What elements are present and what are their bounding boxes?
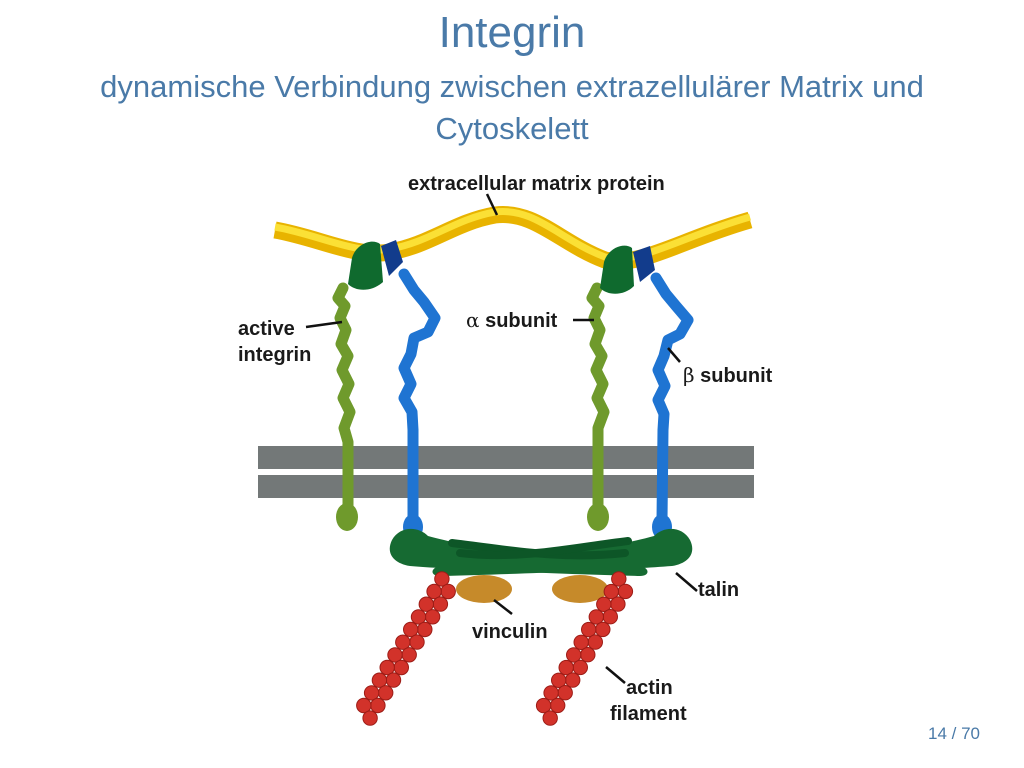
integrin-right <box>586 245 694 540</box>
label-actin-line2: filament <box>610 703 687 725</box>
actin-right-bead <box>550 697 566 714</box>
actin-right-bead <box>557 685 573 701</box>
actin-right-bead <box>542 710 558 726</box>
actin-left-bead <box>440 583 456 600</box>
actin-right-bead <box>566 647 582 663</box>
actin-left-bead <box>356 697 372 714</box>
label-actin-line1: actin <box>626 677 673 699</box>
actin-right-bead <box>595 621 611 638</box>
actin-right-bead <box>611 571 627 587</box>
label-active-integrin-line2: integrin <box>238 344 311 366</box>
actin-left-bead <box>424 609 441 625</box>
actin-left-bead <box>403 621 419 638</box>
actin-right-bead <box>572 659 588 676</box>
actin-left-bead <box>371 672 388 688</box>
label-active-integrin-line1: active <box>238 318 295 340</box>
actin-right-bead <box>581 621 597 638</box>
actin-left-bead <box>417 621 433 638</box>
actin-right-bead <box>610 596 626 612</box>
cell-membrane <box>258 446 754 498</box>
actin-right-bead <box>573 634 589 650</box>
actin-left-bead <box>418 596 434 612</box>
integrin-head-left <box>348 241 383 290</box>
actin-left-bead <box>409 634 425 650</box>
alpha-subunit-text: subunit <box>480 310 558 332</box>
actin-leader-line <box>605 666 626 684</box>
beta-subunit-left <box>398 268 441 526</box>
actin-right-bead <box>543 685 559 701</box>
actin-left-bead <box>393 659 409 676</box>
label-alpha-subunit: α subunit <box>466 308 558 332</box>
actin-right-bead <box>551 672 567 688</box>
talin-leader-line <box>675 572 698 592</box>
membrane-outer-leaflet <box>258 446 754 469</box>
actin-filaments <box>356 571 634 726</box>
actin-right-bead <box>588 609 604 625</box>
label-beta-subunit: β subunit <box>683 363 773 387</box>
integrin-head-right <box>600 245 634 294</box>
actin-left-bead <box>362 710 378 726</box>
integrin-diagram: extracellular matrix protein active inte… <box>238 173 773 726</box>
beta-subunit-right <box>650 272 694 526</box>
actin-left-bead <box>385 672 402 688</box>
actin-left-bead <box>378 685 394 701</box>
label-ecm-protein: extracellular matrix protein <box>408 173 665 195</box>
actin-left-bead <box>401 647 417 663</box>
diagram-labels: extracellular matrix protein active inte… <box>238 173 773 725</box>
actin-left-bead <box>363 685 380 701</box>
actin-right-bead <box>535 697 552 714</box>
alpha-tail-right <box>587 503 609 531</box>
actin-right-bead <box>603 583 619 600</box>
actin-right-bead <box>565 672 581 688</box>
actin-right-bead <box>596 596 612 612</box>
beta-subunit-text: subunit <box>695 365 773 387</box>
alpha-subunit-left <box>332 282 356 516</box>
actin-left-bead <box>434 571 450 587</box>
label-vinculin: vinculin <box>472 621 548 643</box>
actin-left-bead <box>395 634 411 650</box>
actin-left-bead <box>379 659 395 676</box>
alpha-subunit-right <box>586 282 610 516</box>
vinculin-group <box>456 575 608 603</box>
ecm-leader-line <box>485 193 499 216</box>
actin-left-bead <box>410 609 427 625</box>
label-talin: talin <box>698 579 739 601</box>
actin-right-bead <box>587 634 603 650</box>
membrane-inner-leaflet <box>258 475 754 498</box>
leader-lines <box>305 193 698 684</box>
slide-title: Integrin <box>438 8 586 57</box>
beta-head-right <box>633 246 655 282</box>
integrin-left <box>332 240 441 540</box>
slide-subtitle: dynamische Verbindung zwischen extrazell… <box>100 69 924 146</box>
actin-right-bead <box>602 609 618 625</box>
ecm-protein-fiber <box>273 206 753 270</box>
alpha-symbol: α <box>466 308 480 332</box>
talin-right <box>432 528 693 576</box>
vinculin-left <box>456 575 512 603</box>
beta-head-left <box>381 240 403 276</box>
beta-symbol: β <box>683 363 695 387</box>
page-number: 14 / 70 <box>928 724 980 743</box>
actin-right-bead <box>580 647 596 663</box>
actin-right-bead <box>617 583 634 600</box>
talin-strand-right <box>456 537 632 560</box>
vinculin-leader-line <box>493 599 513 615</box>
actin-left-bead <box>432 596 449 612</box>
actin-left-bead <box>426 583 442 600</box>
actin-left-bead <box>370 697 386 714</box>
vinculin-right <box>552 575 608 603</box>
alpha-tail-left <box>336 503 358 531</box>
actin-left-bead <box>387 647 403 663</box>
talin-complex <box>389 528 693 576</box>
actin-right-bead <box>558 659 574 676</box>
active-integrin-leader-line <box>305 320 343 329</box>
beta-leader-line <box>667 347 681 363</box>
